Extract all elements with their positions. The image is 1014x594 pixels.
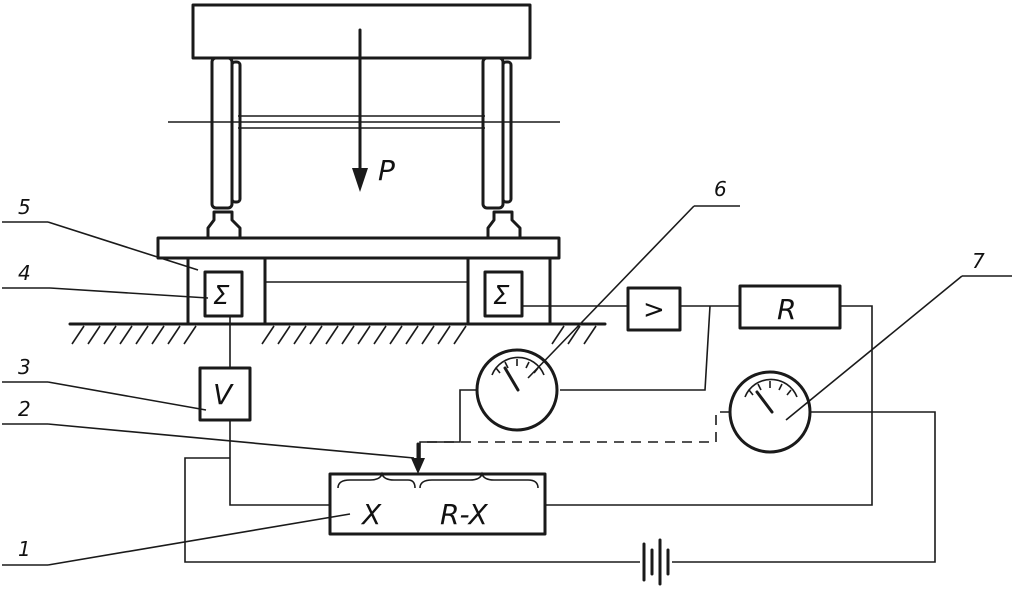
wire-amp-to-meter6: [560, 305, 711, 391]
wire-meter6-to-slider: [419, 389, 477, 462]
callout-3-leader: [47, 381, 207, 411]
callout-4: 4: [18, 261, 31, 285]
amplifier-symbol: >: [643, 295, 665, 325]
meter-6-scale: [491, 356, 545, 376]
callout-5: 5: [18, 195, 31, 219]
callout-6-leader: [527, 205, 695, 379]
right-gauge-symbol: Σ: [493, 281, 510, 311]
pot-r-minus-x-label: R-X: [440, 498, 489, 531]
resistor-label: R: [777, 293, 796, 326]
meter-7-needle: [755, 390, 774, 414]
left-wheel-flange: [230, 60, 242, 204]
callout-7-leader: [785, 275, 963, 421]
callout-1-leader: [47, 513, 351, 566]
callout-2: 2: [18, 397, 31, 421]
right-rail: [486, 210, 522, 240]
wire-meter7-to-battery: [672, 411, 936, 563]
load-label: P: [378, 154, 395, 187]
left-gauge-symbol: Σ: [213, 281, 230, 311]
left-strain-gauge-sensor: [203, 270, 244, 318]
left-wheel-outer: [210, 56, 234, 210]
voltage-block-label: V: [213, 378, 234, 411]
callout-5-leader: [47, 221, 199, 271]
brace-x: [337, 471, 416, 489]
wire-pot-to-battery: [184, 457, 640, 563]
right-strain-gauge-sensor: [483, 270, 524, 318]
pot-x-label: X: [360, 498, 382, 531]
meter-7-ticks: [748, 381, 792, 396]
battery: [642, 538, 670, 586]
callout-6: 6: [714, 177, 727, 201]
voltage-block: [198, 366, 252, 422]
callout-3: 3: [18, 355, 31, 379]
dashed-meter7-link: [420, 411, 730, 443]
callout-1: 1: [18, 537, 31, 561]
callout-2-leader: [47, 423, 415, 459]
right-wheel-flange: [501, 60, 513, 204]
left-rail: [206, 210, 242, 240]
wire-r-to-pot: [545, 305, 873, 506]
foundation-hatching: [71, 325, 597, 345]
resistor-r: [738, 284, 842, 330]
weighing-platform: [156, 236, 561, 260]
callout-4-leader: [49, 287, 209, 299]
potentiometer: [328, 472, 547, 536]
meter-7-scale: [744, 378, 798, 398]
load-arrow-head: [352, 168, 368, 192]
amplifier: [626, 286, 682, 332]
brace-r-minus-x: [419, 471, 539, 489]
callout-7: 7: [972, 249, 985, 273]
right-wheel-outer: [481, 56, 505, 210]
meter-6-needle: [503, 366, 520, 392]
slider-arrow: [411, 458, 425, 474]
wire-v-to-pot: [229, 420, 330, 506]
